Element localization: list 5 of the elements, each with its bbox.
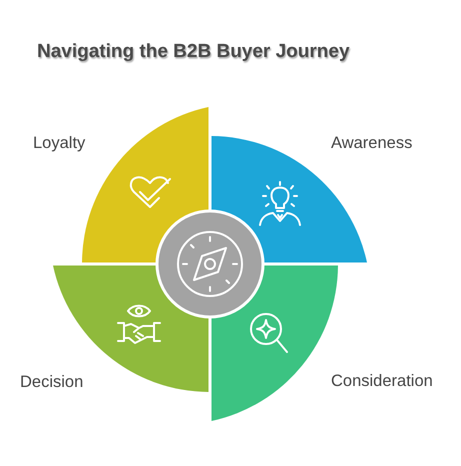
stage-label: Awareness <box>331 133 412 153</box>
stage-label: Loyalty <box>33 133 86 153</box>
diagram-title: Navigating the B2B Buyer Journey <box>37 41 350 63</box>
stage-label: Decision <box>20 372 84 392</box>
stage-label: Consideration <box>331 371 433 391</box>
